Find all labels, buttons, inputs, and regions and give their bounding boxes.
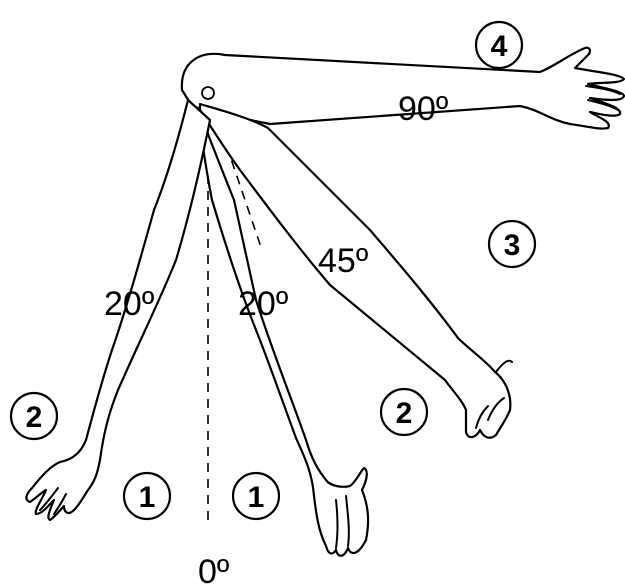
zone-number-2-left: 2 bbox=[26, 401, 43, 434]
zone-number-4: 4 bbox=[491, 30, 508, 63]
shoulder-joint-icon bbox=[202, 87, 214, 99]
zone-marker-1-left: 1 bbox=[124, 473, 170, 519]
zone-number-1-right: 1 bbox=[248, 481, 265, 514]
angle-label-90: 90º bbox=[398, 90, 448, 128]
zone-number-1-left: 1 bbox=[139, 481, 156, 514]
zone-marker-2-right: 2 bbox=[381, 389, 427, 435]
angle-label-20-right: 20º bbox=[238, 285, 288, 323]
zone-marker-2-left: 2 bbox=[11, 393, 57, 439]
angle-label-0: 0º bbox=[198, 553, 229, 585]
zone-number-3: 3 bbox=[504, 229, 521, 262]
angle-label-45: 45º bbox=[318, 242, 368, 280]
zone-marker-4: 4 bbox=[476, 22, 522, 68]
zone-marker-3: 3 bbox=[489, 221, 535, 267]
angle-label-20-left: 20º bbox=[104, 285, 154, 323]
zone-marker-1-right: 1 bbox=[233, 473, 279, 519]
zone-number-2-right: 2 bbox=[396, 397, 413, 430]
